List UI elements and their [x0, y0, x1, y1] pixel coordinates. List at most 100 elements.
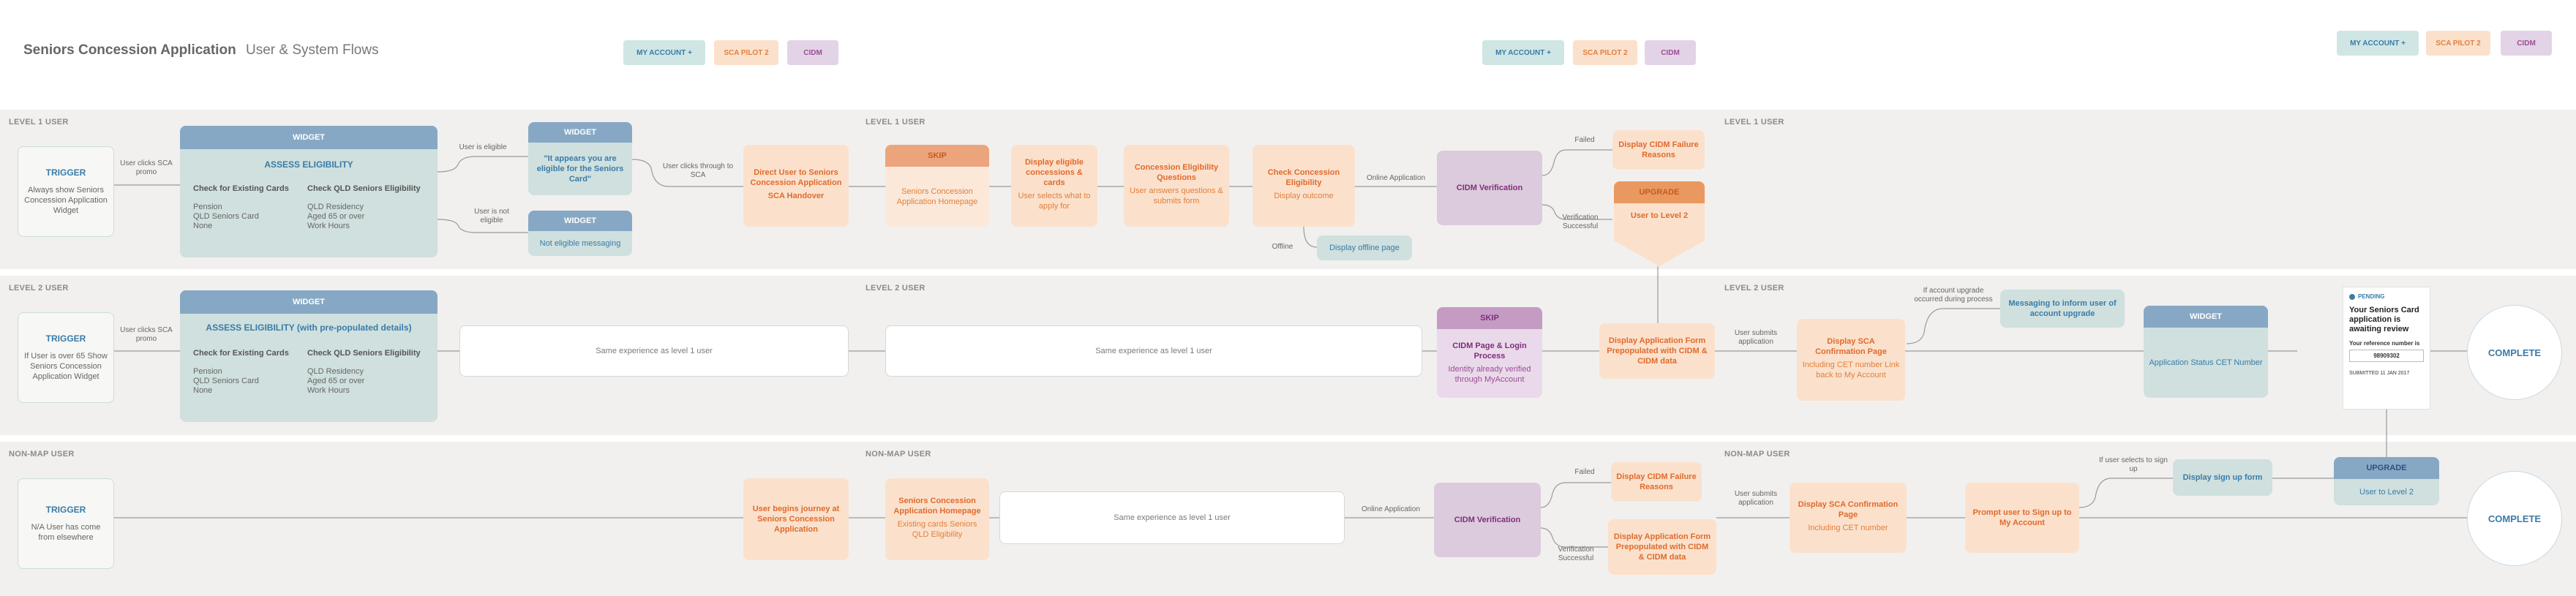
complete-end-node: COMPLETE	[2467, 471, 2562, 566]
trigger-text: Always show Seniors Concession Applicati…	[24, 186, 108, 215]
edge-label: Verification Successful	[1558, 546, 1594, 562]
column-item: None	[193, 222, 213, 230]
box-title: Seniors Concession Application Homepage	[893, 497, 981, 516]
edge-label: If account upgrade occurred during proce…	[1914, 287, 1993, 303]
same-experience-box: Same experience as level 1 user	[999, 491, 1345, 544]
begin-journey-box: User begins journey at Seniors Concessio…	[743, 478, 849, 560]
column-item: None	[193, 386, 213, 395]
lane-label: LEVEL 1 USER	[1724, 118, 1784, 127]
same-experience-box: Same experience as level 1 user	[459, 325, 849, 377]
edge-label: User is eligible	[459, 143, 507, 151]
box-title: Direct User to Seniors Concession Applic…	[750, 168, 842, 187]
eligible-widget: WIDGET "It appears you are eligible for …	[528, 122, 632, 195]
tab-cidm[interactable]: CIDM	[2501, 31, 2552, 56]
column-heading: Check QLD Seniors Eligibility	[307, 184, 421, 193]
box-title: User begins journey at Seniors Concessio…	[752, 505, 840, 534]
box-title: User to Level 2	[2359, 488, 2414, 497]
box-title: Display offline page	[1329, 244, 1400, 252]
tab-cidm[interactable]: CIDM	[1645, 40, 1696, 65]
eligible-message: "It appears you are eligible for the Sen…	[536, 154, 624, 184]
box-sub: Including CET number Link back to My Acc…	[1802, 361, 1900, 380]
failure-reasons-box: Display CIDM Failure Reasons	[1612, 130, 1705, 170]
status-heading: Your Seniors Card application is awaitin…	[2349, 306, 2419, 333]
assess-eligibility-widget: WIDGET ASSESS ELIGIBILITY Check for Exis…	[180, 126, 438, 257]
edge-label: User clicks SCA promo	[120, 159, 173, 176]
widget-header: WIDGET	[180, 290, 438, 314]
tab-cidm[interactable]: CIDM	[787, 40, 838, 65]
skip-header: SKIP	[885, 145, 989, 167]
edge-label: Failed	[1574, 468, 1595, 476]
box-title: Concession Eligibility Questions	[1134, 163, 1219, 182]
box-title: Same experience as level 1 user	[596, 347, 713, 355]
direct-user-box: Direct User to Seniors Concession Applic…	[743, 145, 849, 227]
column-item: Aged 65 or over	[307, 212, 365, 221]
box-title: Same experience as level 1 user	[1095, 347, 1212, 355]
tab-my-account[interactable]: MY ACCOUNT +	[1482, 40, 1564, 65]
seniors-eligibility-column: Check QLD Seniors Eligibility QLD Reside…	[307, 184, 421, 231]
assess-title: ASSESS ELIGIBILITY (with pre-populated d…	[206, 322, 412, 333]
edge-label: User submits application	[1734, 490, 1778, 507]
box-sub: User selects what to apply for	[1018, 192, 1091, 211]
same-experience-box: Same experience as level 1 user	[885, 325, 1422, 377]
questions-box: Concession Eligibility Questions User an…	[1124, 145, 1229, 227]
lane-label: LEVEL 1 USER	[9, 118, 69, 127]
edge-label: Offline	[1272, 243, 1293, 251]
box-title: Display eligible concessions & cards	[1024, 158, 1084, 187]
skip-cidm-box: SKIP CIDM Page & Login Process Identity …	[1437, 307, 1542, 398]
confirmation-box: Display SCA Confirmation Page Including …	[1790, 483, 1907, 553]
cidm-verification-box: CIDM Verification	[1434, 483, 1541, 557]
lane-label: NON-MAP USER	[9, 450, 75, 459]
existing-cards-column: Check for Existing Cards Pension QLD Sen…	[193, 184, 289, 231]
box-title: Check Concession Eligibility	[1267, 168, 1340, 187]
lane-label: LEVEL 2 USER	[865, 284, 925, 293]
box-title: Display SCA Confirmation Page	[1815, 337, 1887, 356]
box-sub: Existing cards Seniors QLD Eligibility	[897, 520, 977, 539]
cidm-verification-box: CIDM Verification	[1437, 151, 1542, 225]
box-title: CIDM Verification	[1456, 184, 1523, 192]
lane-label: NON-MAP USER	[865, 450, 931, 459]
trigger-title: TRIGGER	[45, 333, 86, 344]
pending-icon	[2349, 293, 2355, 300]
edge-label: Failed	[1574, 136, 1595, 144]
column-heading: Check for Existing Cards	[193, 184, 289, 193]
not-eligible-widget: WIDGET Not eligible messaging	[528, 211, 632, 256]
failure-reasons-box: Display CIDM Failure Reasons	[1611, 462, 1702, 502]
box-sub: User answers questions & submits form	[1130, 186, 1223, 205]
edge-label: If user selects to sign up	[2099, 456, 2168, 473]
assess-eligibility-widget: WIDGET ASSESS ELIGIBILITY (with pre-popu…	[180, 290, 438, 422]
display-eligible-box: Display eligible concessions & cards Use…	[1011, 145, 1097, 227]
column-item: QLD Seniors Card	[193, 377, 259, 385]
skip-homepage-box: SKIP Seniors Concession Application Home…	[885, 145, 989, 227]
edge-label: Online Application	[1361, 505, 1421, 513]
lane-label: LEVEL 2 USER	[1724, 284, 1784, 293]
edge-label: User clicks through to SCA	[662, 162, 734, 179]
column-item: QLD Residency	[307, 203, 364, 211]
status-label: PENDING	[2358, 293, 2385, 300]
signup-form-box: Display sign up form	[2173, 459, 2272, 496]
existing-cards-column: Check for Existing Cards Pension QLD Sen…	[193, 349, 289, 396]
box-title: User to Level 2	[1630, 211, 1689, 220]
tab-sca-pilot[interactable]: SCA PILOT 2	[714, 40, 778, 65]
tab-sca-pilot[interactable]: SCA PILOT 2	[2426, 31, 2490, 56]
box-title: Display SCA Confirmation Page	[1798, 500, 1899, 519]
tab-sca-pilot[interactable]: SCA PILOT 2	[1573, 40, 1637, 65]
widget-header: WIDGET	[528, 211, 632, 231]
box-title: Seniors Concession Application Homepage	[896, 187, 978, 206]
box-sub: Display outcome	[1274, 192, 1334, 200]
column-item: QLD Residency	[307, 367, 364, 376]
column-item: Work Hours	[307, 386, 350, 395]
tab-my-account[interactable]: MY ACCOUNT +	[623, 40, 705, 65]
trigger-text: If User is over 65 Show Seniors Concessi…	[24, 352, 108, 381]
submitted-date: SUBMITTED 11 JAN 2017	[2349, 371, 2410, 376]
tab-my-account[interactable]: MY ACCOUNT +	[2337, 31, 2419, 56]
confirmation-box: Display SCA Confirmation Page Including …	[1797, 319, 1905, 401]
application-status-widget: WIDGET Application Status CET Number	[2144, 306, 2268, 398]
box-title: Display Application Form Prepopulated wi…	[1607, 336, 1708, 366]
upgrade-header: UPGRADE	[1614, 181, 1705, 203]
lane-label: LEVEL 2 USER	[9, 284, 69, 293]
column-item: Pension	[193, 367, 222, 376]
edge-label: Online Application	[1366, 174, 1426, 182]
column-item: Work Hours	[307, 222, 350, 230]
box-sub: Including CET number	[1808, 524, 1888, 532]
page-subtitle: User & System Flows	[246, 42, 379, 58]
